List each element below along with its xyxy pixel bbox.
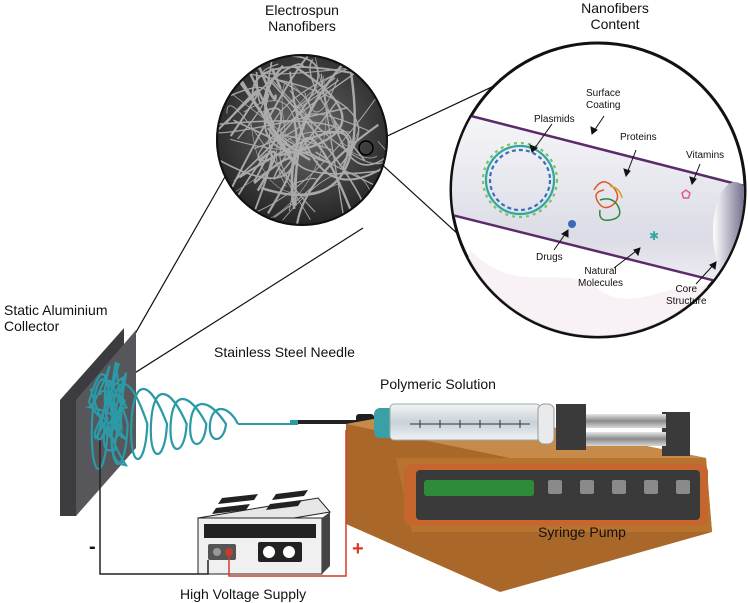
- sem-fiber: [250, 120, 341, 194]
- sem-fiber: [293, 142, 380, 175]
- plasmid-ring: [481, 141, 559, 219]
- label-polymeric-solution: Polymeric Solution: [380, 376, 496, 392]
- label-line: Nanofibers: [268, 18, 336, 35]
- sem-fiber: [278, 65, 344, 157]
- sem-fiber: [260, 73, 356, 197]
- sem-zoom-marker: [358, 140, 374, 156]
- pump-button[interactable]: [644, 480, 658, 494]
- sem-fiber: [276, 74, 335, 187]
- sem-fiber: [218, 106, 348, 134]
- sem-fiber: [377, 141, 386, 165]
- sem-fiber: [270, 78, 386, 165]
- sem-fiber: [233, 119, 331, 164]
- label-needle: Stainless Steel Needle: [214, 344, 355, 360]
- label-line: Electrospun: [265, 2, 339, 18]
- knob-icon[interactable]: [283, 546, 295, 558]
- label-line: Static Aluminium: [4, 302, 108, 318]
- syringe: [374, 403, 555, 445]
- sem-fiber: [230, 90, 315, 151]
- content-arrows: [529, 115, 717, 285]
- sem-fiber: [320, 73, 346, 224]
- pump-button[interactable]: [676, 480, 690, 494]
- vitamin-icon: [681, 189, 691, 199]
- negative-terminal: [213, 548, 221, 556]
- sem-fiber: [273, 100, 339, 180]
- sem-image-circle: [216, 54, 388, 226]
- protein-molecule: [593, 181, 623, 222]
- negative-wire: [99, 440, 209, 575]
- sem-fiber: [255, 60, 273, 104]
- label-drugs: Drugs: [536, 252, 563, 263]
- label-line: Core: [675, 284, 698, 295]
- pump-button[interactable]: [548, 480, 562, 494]
- natural-molecule-icon: ✱: [649, 229, 659, 243]
- label-syringe-pump: Syringe Pump: [538, 524, 626, 540]
- sem-fiber: [226, 105, 311, 220]
- label-line: Nanofibers: [581, 0, 649, 16]
- pump-button[interactable]: [580, 480, 594, 494]
- sem-fiber: [296, 123, 379, 224]
- positive-wire: [228, 430, 347, 577]
- sem-fiber: [227, 65, 297, 165]
- label-line: Surface: [586, 88, 621, 99]
- sem-fiber: [294, 137, 355, 217]
- sem-fiber: [253, 107, 283, 183]
- sem-fiber: [333, 120, 386, 166]
- label-line: Content: [590, 16, 640, 33]
- sem-fiber: [281, 82, 303, 142]
- label-vitamins: Vitamins: [686, 150, 725, 161]
- label-collector: Static Aluminium Collector: [4, 302, 107, 334]
- nanofiber-content-circle: ✱: [449, 41, 747, 339]
- label-line: Collector: [4, 318, 60, 335]
- pump-buttons: [548, 480, 690, 494]
- label-line: Natural: [584, 266, 617, 277]
- label-proteins: Proteins: [620, 132, 657, 143]
- knob-icon[interactable]: [263, 546, 275, 558]
- label-nanofibers-content: Nanofibers Content: [570, 0, 660, 32]
- label-plus: +: [352, 538, 364, 560]
- label-line: Molecules: [578, 277, 624, 289]
- label-surface-coating: Surface Coating: [586, 88, 620, 111]
- label-plasmids: Plasmids: [534, 114, 575, 125]
- fiber-jet: [84, 361, 239, 471]
- pump-display: [424, 480, 534, 496]
- sem-fiber: [309, 58, 366, 162]
- pump-button[interactable]: [612, 480, 626, 494]
- sem-fiber: [243, 100, 298, 212]
- sem-fiber: [281, 134, 374, 186]
- sem-fiber: [314, 56, 360, 147]
- positive-terminal: [225, 548, 233, 556]
- label-electrospun-nanofibers: Electrospun Nanofibers: [246, 2, 358, 34]
- high-voltage-supply: [197, 490, 331, 575]
- sem-fiber: [256, 150, 277, 192]
- label-core-structure: Core Structure: [666, 284, 707, 307]
- syringe-pump: [346, 403, 712, 592]
- label-minus: -: [89, 536, 96, 558]
- label-line: Structure: [666, 295, 707, 307]
- drug-particle-icon: [568, 220, 576, 228]
- aluminium-collector: [60, 328, 136, 516]
- label-natural-molecules: Natural Molecules: [578, 266, 623, 289]
- label-line: Coating: [586, 99, 621, 111]
- label-high-voltage-supply: High Voltage Supply: [180, 586, 307, 602]
- core-structure-shape: [713, 182, 744, 282]
- sem-fiber: [271, 67, 282, 89]
